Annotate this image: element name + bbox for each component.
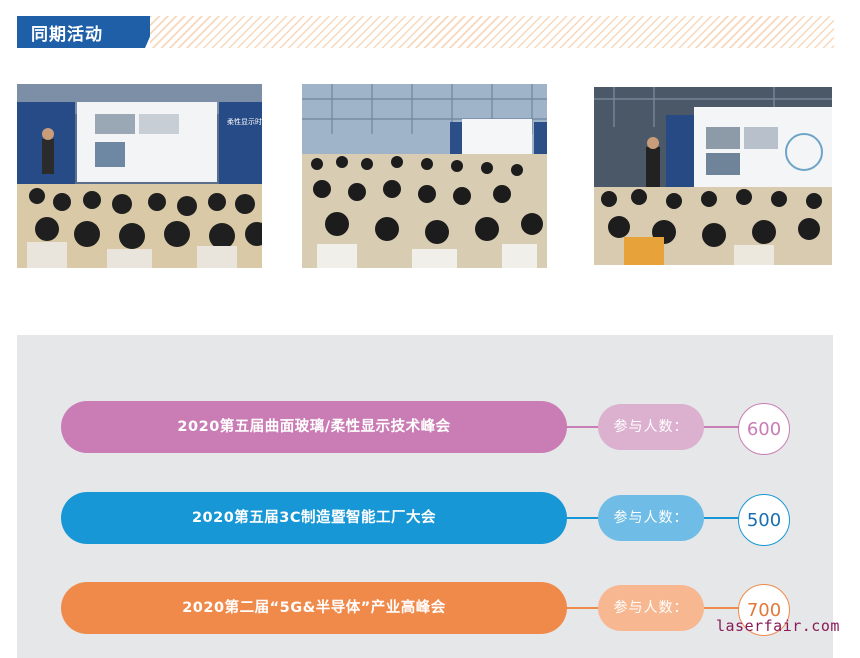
attendance-badge: 参与人数： bbox=[598, 404, 704, 450]
event-title-pill: 2020第五届3C制造暨智能工厂大会 bbox=[61, 492, 567, 544]
event-title-pill: 2020第五届曲面玻璃/柔性显示技术峰会 bbox=[61, 401, 567, 453]
conference-photo-1: 柔性显示时代 bbox=[17, 84, 262, 268]
conference-photo-2 bbox=[302, 84, 547, 268]
banner-text: 柔性显示时代 bbox=[227, 117, 262, 126]
header-hatch-decoration bbox=[150, 16, 834, 48]
event-title-pill: 2020第二届“5G&半导体”产业高峰会 bbox=[61, 582, 567, 634]
attendance-badge: 参与人数： bbox=[598, 495, 704, 541]
title-tab-shape bbox=[17, 16, 159, 48]
attendance-count: 600 bbox=[738, 403, 790, 455]
section-title-tab: 同期活动 bbox=[17, 16, 159, 48]
attendance-count: 700 bbox=[738, 584, 790, 636]
attendance-badge: 参与人数： bbox=[598, 585, 704, 631]
section-title: 同期活动 bbox=[31, 25, 103, 45]
watermark: laserfair.com bbox=[716, 617, 840, 635]
conference-photo-3 bbox=[594, 87, 832, 265]
attendance-count: 500 bbox=[738, 494, 790, 546]
